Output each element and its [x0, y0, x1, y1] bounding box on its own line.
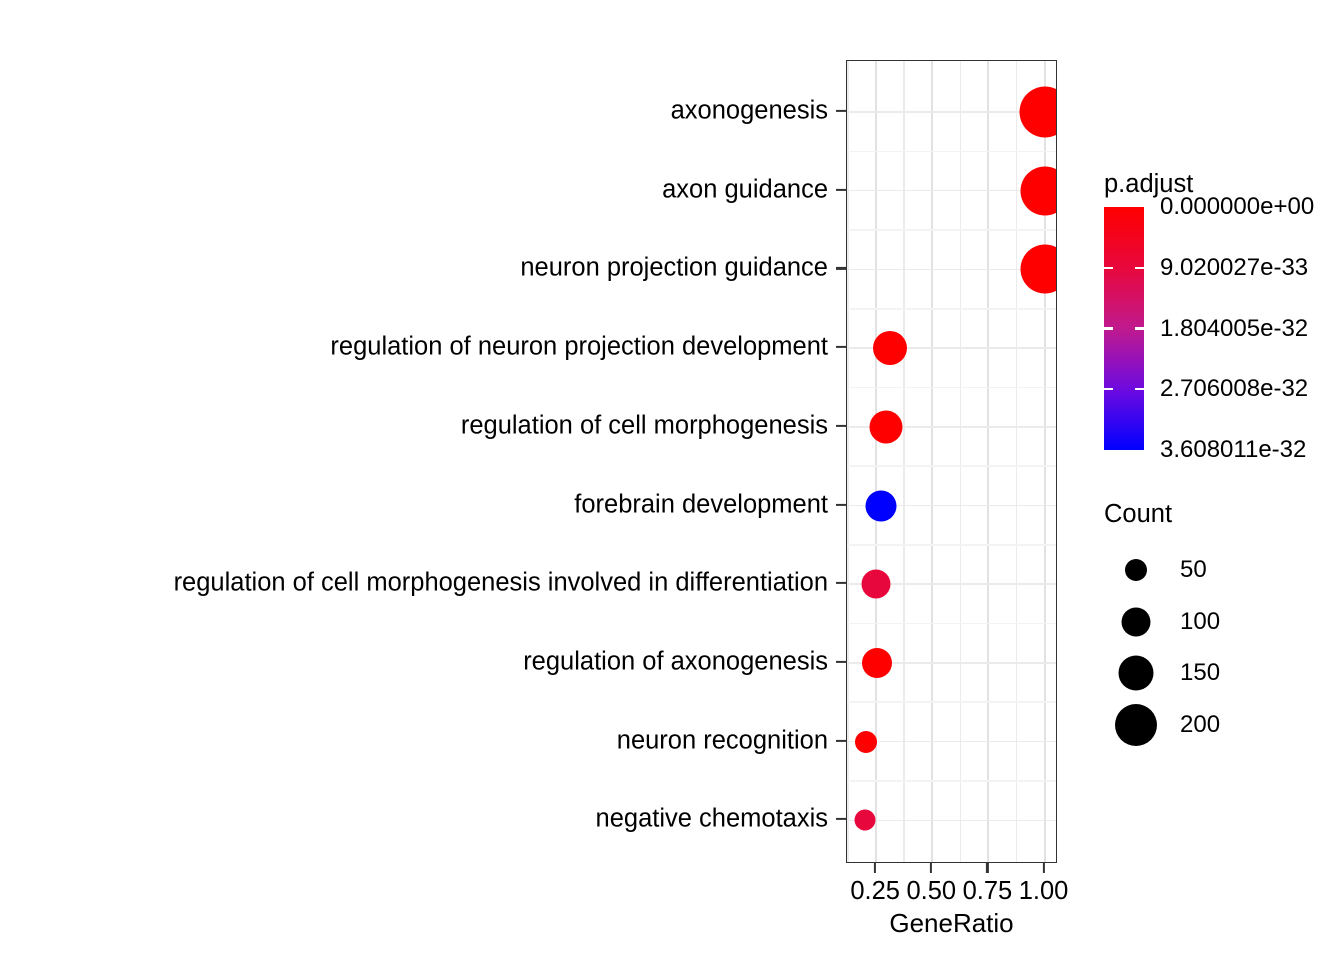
gridline-horizontal-minor	[847, 465, 1056, 467]
x-axis-tick-mark	[986, 863, 989, 873]
data-point	[1020, 244, 1056, 294]
gridline-horizontal-minor	[847, 780, 1056, 782]
gridline-horizontal-minor	[847, 386, 1056, 389]
y-axis-tick-label: regulation of cell morphogenesis	[460, 411, 828, 440]
gridline-horizontal-minor	[847, 229, 1056, 231]
y-axis-tick-label: forebrain development	[574, 489, 828, 518]
y-axis-tick-mark	[836, 818, 846, 821]
colorbar-tick-mark	[1104, 266, 1113, 269]
colorbar-tick-label: 1.804005e-32	[1160, 314, 1309, 342]
count-legend-dot	[1118, 655, 1154, 691]
gridline-vertical-major	[1043, 61, 1046, 862]
count-legend: Count	[1104, 500, 1172, 529]
x-axis-tick-mark	[874, 863, 877, 873]
x-axis-tick-label: 0.75	[962, 877, 1013, 905]
colorbar-tick-label: 9.020027e-33	[1160, 253, 1309, 281]
y-axis-tick-mark	[836, 739, 846, 742]
y-axis-tick-label: axon guidance	[662, 174, 828, 203]
count-legend-label: 200	[1180, 710, 1221, 738]
x-axis-title: GeneRatio	[889, 908, 1014, 938]
y-axis-tick-mark	[836, 503, 846, 506]
gridline-vertical-minor	[903, 61, 906, 862]
gridline-horizontal-minor	[847, 150, 1056, 153]
p-adjust-legend: p.adjust	[1104, 170, 1193, 199]
y-axis-tick-label: axonogenesis	[670, 96, 828, 125]
data-point	[865, 490, 897, 521]
data-point	[854, 809, 876, 831]
y-axis-tick-mark	[836, 188, 846, 191]
y-axis-tick-label: negative chemotaxis	[595, 804, 828, 833]
colorbar-tick-mark	[1135, 266, 1144, 269]
gridline-horizontal	[847, 819, 1056, 822]
y-axis-tick-mark	[836, 582, 846, 585]
data-point	[861, 569, 891, 599]
x-axis-tick-label: 0.25	[850, 877, 900, 905]
count-legend-label: 100	[1180, 607, 1221, 635]
p-adjust-legend-title: p.adjust	[1104, 170, 1194, 198]
colorbar-tick-label: 2.706008e-32	[1160, 375, 1309, 403]
x-axis-tick-label: 0.50	[906, 877, 957, 905]
gridline-horizontal	[847, 504, 1056, 507]
y-axis-tick-mark	[836, 660, 846, 663]
y-axis-tick-mark	[836, 109, 846, 113]
y-axis-tick-mark	[836, 346, 846, 349]
count-legend-dot	[1121, 607, 1151, 636]
plot-panel	[846, 60, 1057, 863]
count-legend-dot	[1125, 559, 1147, 581]
data-point	[1019, 86, 1056, 138]
gridline-vertical-minor	[959, 61, 962, 862]
gridline-horizontal	[847, 189, 1056, 192]
gridline-horizontal	[847, 426, 1056, 428]
gridline-horizontal	[847, 740, 1056, 743]
count-legend-label: 150	[1180, 659, 1221, 686]
data-point	[872, 331, 907, 366]
y-axis-tick-label: regulation of cell morphogenesis involve…	[173, 568, 828, 597]
y-axis-tick-mark	[836, 424, 846, 427]
data-point	[855, 730, 878, 753]
colorbar-tick-label: 0.000000e+00	[1160, 193, 1315, 220]
y-axis-tick-label: regulation of neuron projection developm…	[330, 332, 828, 361]
data-point	[862, 647, 893, 678]
colorbar-tick-mark	[1104, 327, 1113, 330]
y-axis-tick-mark	[836, 267, 846, 270]
colorbar-tick-mark	[1104, 388, 1113, 391]
gridline-horizontal	[847, 347, 1056, 349]
x-axis-tick-mark	[930, 863, 933, 873]
gridline-vertical-major	[875, 61, 878, 862]
gridline-horizontal-minor	[847, 622, 1056, 625]
y-axis-labels: axonogenesis axon guidance neuron projecti…	[173, 96, 828, 833]
gridline-horizontal	[847, 111, 1056, 113]
count-legend-label: 50	[1180, 556, 1207, 583]
gridline-vertical-major	[987, 61, 990, 862]
gridline-horizontal	[847, 268, 1056, 271]
y-axis-tick-label: neuron projection guidance	[520, 253, 828, 282]
data-point	[869, 410, 903, 444]
gridline-vertical-minor	[1015, 61, 1018, 862]
gridline-horizontal	[847, 583, 1056, 585]
count-legend-dot	[1115, 703, 1157, 746]
count-legend-title: Count	[1104, 500, 1173, 528]
gridline-horizontal-minor	[847, 544, 1056, 546]
colorbar-tick-mark	[1135, 388, 1144, 391]
gridline-horizontal-minor	[847, 307, 1056, 310]
data-point	[1020, 166, 1056, 216]
y-axis-tick-label: neuron recognition	[616, 725, 828, 754]
x-axis-tick-label: 1.00	[1018, 877, 1069, 905]
gridline-horizontal	[847, 662, 1056, 664]
x-axis-tick-mark	[1042, 863, 1045, 873]
y-axis-tick-label: regulation of axonogenesis	[523, 647, 828, 676]
colorbar-tick-mark	[1135, 327, 1144, 330]
colorbar-tick-label: 3.608011e-32	[1160, 436, 1307, 463]
gridline-vertical-minor	[847, 61, 849, 862]
gridline-horizontal-minor	[847, 701, 1056, 704]
gridline-vertical-major	[931, 61, 934, 862]
